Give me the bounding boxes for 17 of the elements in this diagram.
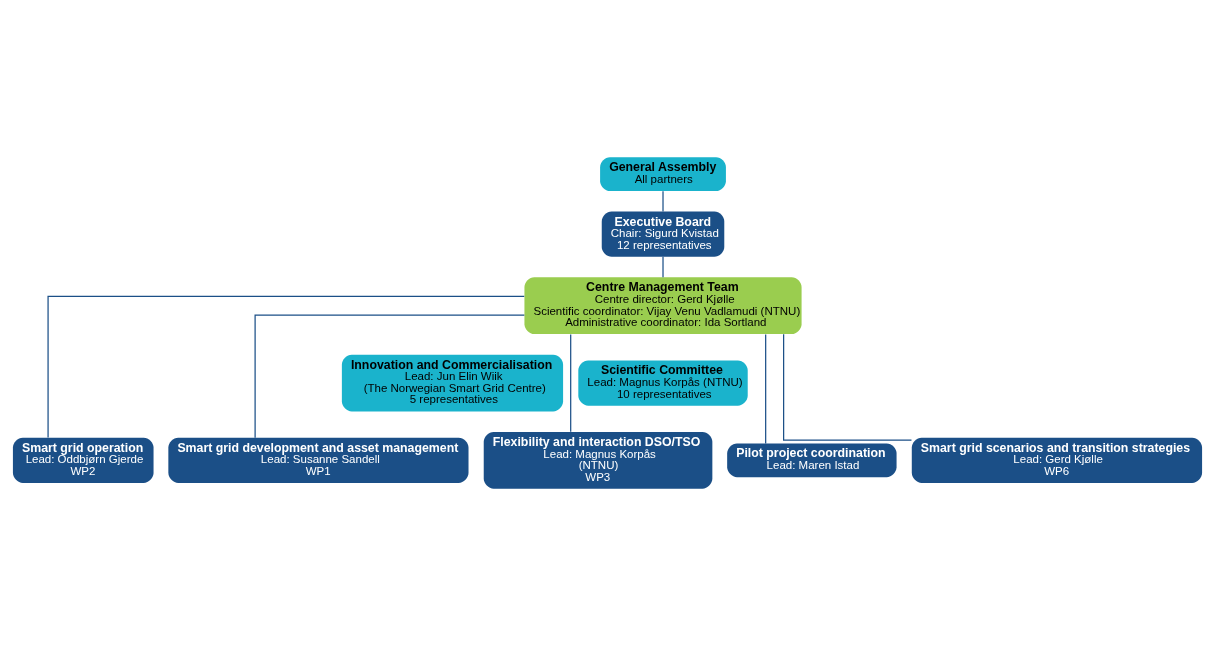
connector [570,333,572,432]
node-box: General Assembly All partners [600,156,726,191]
node-box: Smart grid operation Lead: Oddbjørn Gjerde WP2 [12,437,154,483]
connector [765,333,767,444]
connector [783,333,913,441]
node-box: Centre Management Team Centre director: Gerd Kjølle Scientific coordinator: Vijay Venu Vadlamudi (NTNU) Administrative coordinator: Ida Sortland [524,276,802,334]
connector [47,295,525,438]
node-box: Pilot project coordination Lead: Maren Istad [727,443,897,477]
connector [662,190,664,212]
node-box: Smart grid development and asset management Lead: Susanne Sandell WP1 [168,437,469,483]
node-box: Innovation and Commercialisation Lead: Jun Elin Wiik (The Norwegian Smart Grid Centre) 5 representatives [341,354,564,411]
node-box: Smart grid scenarios and transition strategies Lead: Gerd Kjølle WP6 [911,437,1203,483]
node-box: Scientific Committee Lead: Magnus Korpås (NTNU) 10 representatives [578,359,748,406]
node-box: Flexibility and interaction DSO/TSO Lead: Magnus Korpås (NTNU) WP3 [483,431,713,489]
connector [662,255,664,278]
connector [254,314,525,438]
node-box: Executive Board Chair: Sigurd Kvistad 12 representatives [601,211,725,257]
